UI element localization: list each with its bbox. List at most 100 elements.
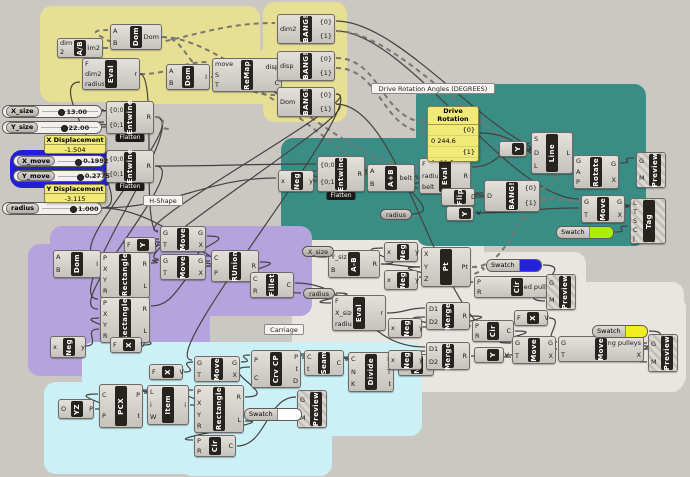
input-port[interactable]: M <box>651 357 657 366</box>
slider-knob[interactable] <box>58 109 66 116</box>
input-port[interactable]: S <box>633 216 638 225</box>
output-port[interactable]: {0} <box>319 54 332 63</box>
output-port[interactable]: P <box>294 352 298 361</box>
output-port[interactable]: belt <box>399 173 412 182</box>
input-port[interactable]: O <box>61 404 67 413</box>
output-port[interactable]: G <box>231 358 237 367</box>
input-port[interactable]: D1 <box>429 345 439 354</box>
node-y-teal-1[interactable]: YV <box>499 141 534 157</box>
input-port[interactable]: G <box>163 256 169 265</box>
wire[interactable] <box>236 396 297 447</box>
wire[interactable] <box>154 163 317 167</box>
node-divide[interactable]: CNKDividePTt <box>348 352 394 392</box>
input-port[interactable]: W <box>150 413 157 422</box>
input-port[interactable]: X <box>103 310 108 319</box>
input-port[interactable]: R <box>253 286 258 295</box>
input-port[interactable]: L <box>150 388 154 397</box>
panel-drive-rotation[interactable]: Drive Rotation{0}0 244.6{1}0 -92.3 <box>427 106 479 162</box>
input-port[interactable]: 2 <box>60 48 65 57</box>
input-port[interactable]: P <box>103 254 107 263</box>
input-port[interactable]: P <box>197 436 201 445</box>
input-port[interactable]: T <box>163 240 167 249</box>
wire[interactable] <box>540 197 585 202</box>
output-port[interactable]: t <box>137 412 140 421</box>
output-port[interactable]: y <box>309 176 313 185</box>
wire[interactable] <box>150 259 160 264</box>
input-port[interactable]: D <box>534 148 540 157</box>
swatch-color[interactable] <box>519 260 541 271</box>
output-port[interactable]: {1} <box>319 68 332 77</box>
output-port[interactable]: {0} <box>524 184 537 193</box>
output-port[interactable]: C <box>274 78 279 87</box>
wire[interactable] <box>471 197 557 268</box>
output-port[interactable]: D <box>470 192 476 201</box>
input-port[interactable]: F <box>517 313 521 322</box>
output-port[interactable]: X <box>198 268 203 277</box>
wire[interactable] <box>237 366 258 398</box>
input-port[interactable]: radius <box>422 171 438 180</box>
output-port[interactable]: X <box>198 240 203 249</box>
swatch-color[interactable] <box>277 409 301 420</box>
output-port[interactable]: R <box>357 169 362 178</box>
output-port[interactable]: {0} <box>319 17 332 26</box>
input-port[interactable]: x <box>391 355 395 364</box>
output-port[interactable]: V <box>504 350 509 359</box>
wire[interactable] <box>90 116 163 300</box>
input-port[interactable]: dim2 <box>280 24 297 33</box>
slider-knob[interactable] <box>76 173 84 181</box>
input-port[interactable]: P <box>103 299 107 308</box>
input-port[interactable]: P <box>102 412 106 421</box>
input-port[interactable]: D2 <box>429 318 439 327</box>
output-port[interactable]: y <box>415 275 419 284</box>
slider-track[interactable]: 13.00 <box>41 108 99 116</box>
input-port[interactable]: D2 <box>429 358 439 367</box>
input-port[interactable]: D1 <box>429 305 439 314</box>
input-port[interactable]: {0;0} <box>320 161 334 170</box>
input-port[interactable]: G <box>197 358 203 367</box>
output-port[interactable]: R <box>146 113 151 122</box>
input-port[interactable]: T <box>197 370 201 379</box>
input-port[interactable]: T <box>215 81 219 90</box>
output-port[interactable]: C <box>336 358 341 367</box>
output-port[interactable]: R <box>462 351 467 360</box>
output-port[interactable]: r <box>134 69 137 78</box>
swatch-green[interactable]: Swatch <box>556 226 614 239</box>
input-port[interactable]: X_size <box>335 308 352 317</box>
wire[interactable] <box>386 307 426 314</box>
input-port[interactable]: x <box>391 323 395 332</box>
wire[interactable] <box>154 116 171 130</box>
output-port[interactable]: L <box>566 148 570 157</box>
output-port[interactable]: y <box>81 342 85 351</box>
wire[interactable] <box>335 67 428 133</box>
input-port[interactable]: Y <box>197 410 201 419</box>
output-port[interactable]: I <box>96 259 98 268</box>
input-port[interactable]: T <box>515 352 519 361</box>
wire[interactable] <box>101 177 277 209</box>
slider-knob[interactable] <box>60 125 68 132</box>
output-port[interactable]: V <box>154 240 159 249</box>
input-port[interactable]: x <box>281 176 285 185</box>
input-port[interactable]: R <box>197 422 202 430</box>
input-port[interactable]: C <box>253 274 258 283</box>
input-port[interactable]: radius <box>85 79 104 88</box>
output-port[interactable]: G <box>616 198 622 207</box>
output-port[interactable]: G <box>610 159 616 168</box>
slider-track[interactable]: 22.00 <box>41 124 98 132</box>
input-port[interactable]: M <box>639 174 645 183</box>
